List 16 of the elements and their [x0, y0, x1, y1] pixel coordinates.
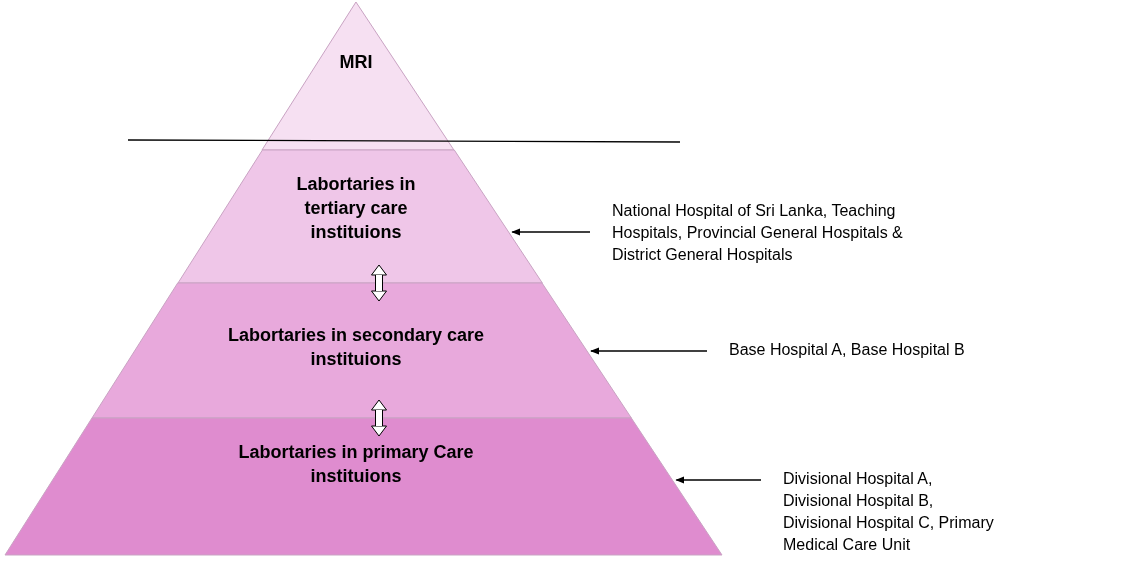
tier-label: Labortaries in primary Care instituions: [237, 441, 475, 488]
pyramid-tier: [91, 283, 632, 418]
hospital-list-text: Base Hospital A, Base Hospital B: [729, 339, 1029, 361]
arrow: [590, 347, 708, 355]
pyramid-tier: [5, 418, 722, 555]
tier-label: Labortaries in tertiary care instituions: [295, 173, 417, 244]
double-arrow: [371, 264, 387, 302]
tier-label: MRI: [338, 51, 374, 74]
hospital-list-text: National Hospital of Sri Lanka, Teaching Hospitals, Provincial General Hospitals & District General Hospitals: [612, 200, 912, 266]
arrow: [675, 476, 762, 484]
pyramid-tier: [177, 150, 542, 283]
pyramid-tier: [262, 2, 454, 150]
hospital-list-text: Divisional Hospital A, Divisional Hospital B, Divisional Hospital C, Primary Medical Care Unit: [783, 468, 998, 556]
double-arrow: [371, 399, 387, 437]
tier-label: Labortaries in secondary care instituions: [226, 324, 486, 371]
arrow: [511, 228, 591, 236]
